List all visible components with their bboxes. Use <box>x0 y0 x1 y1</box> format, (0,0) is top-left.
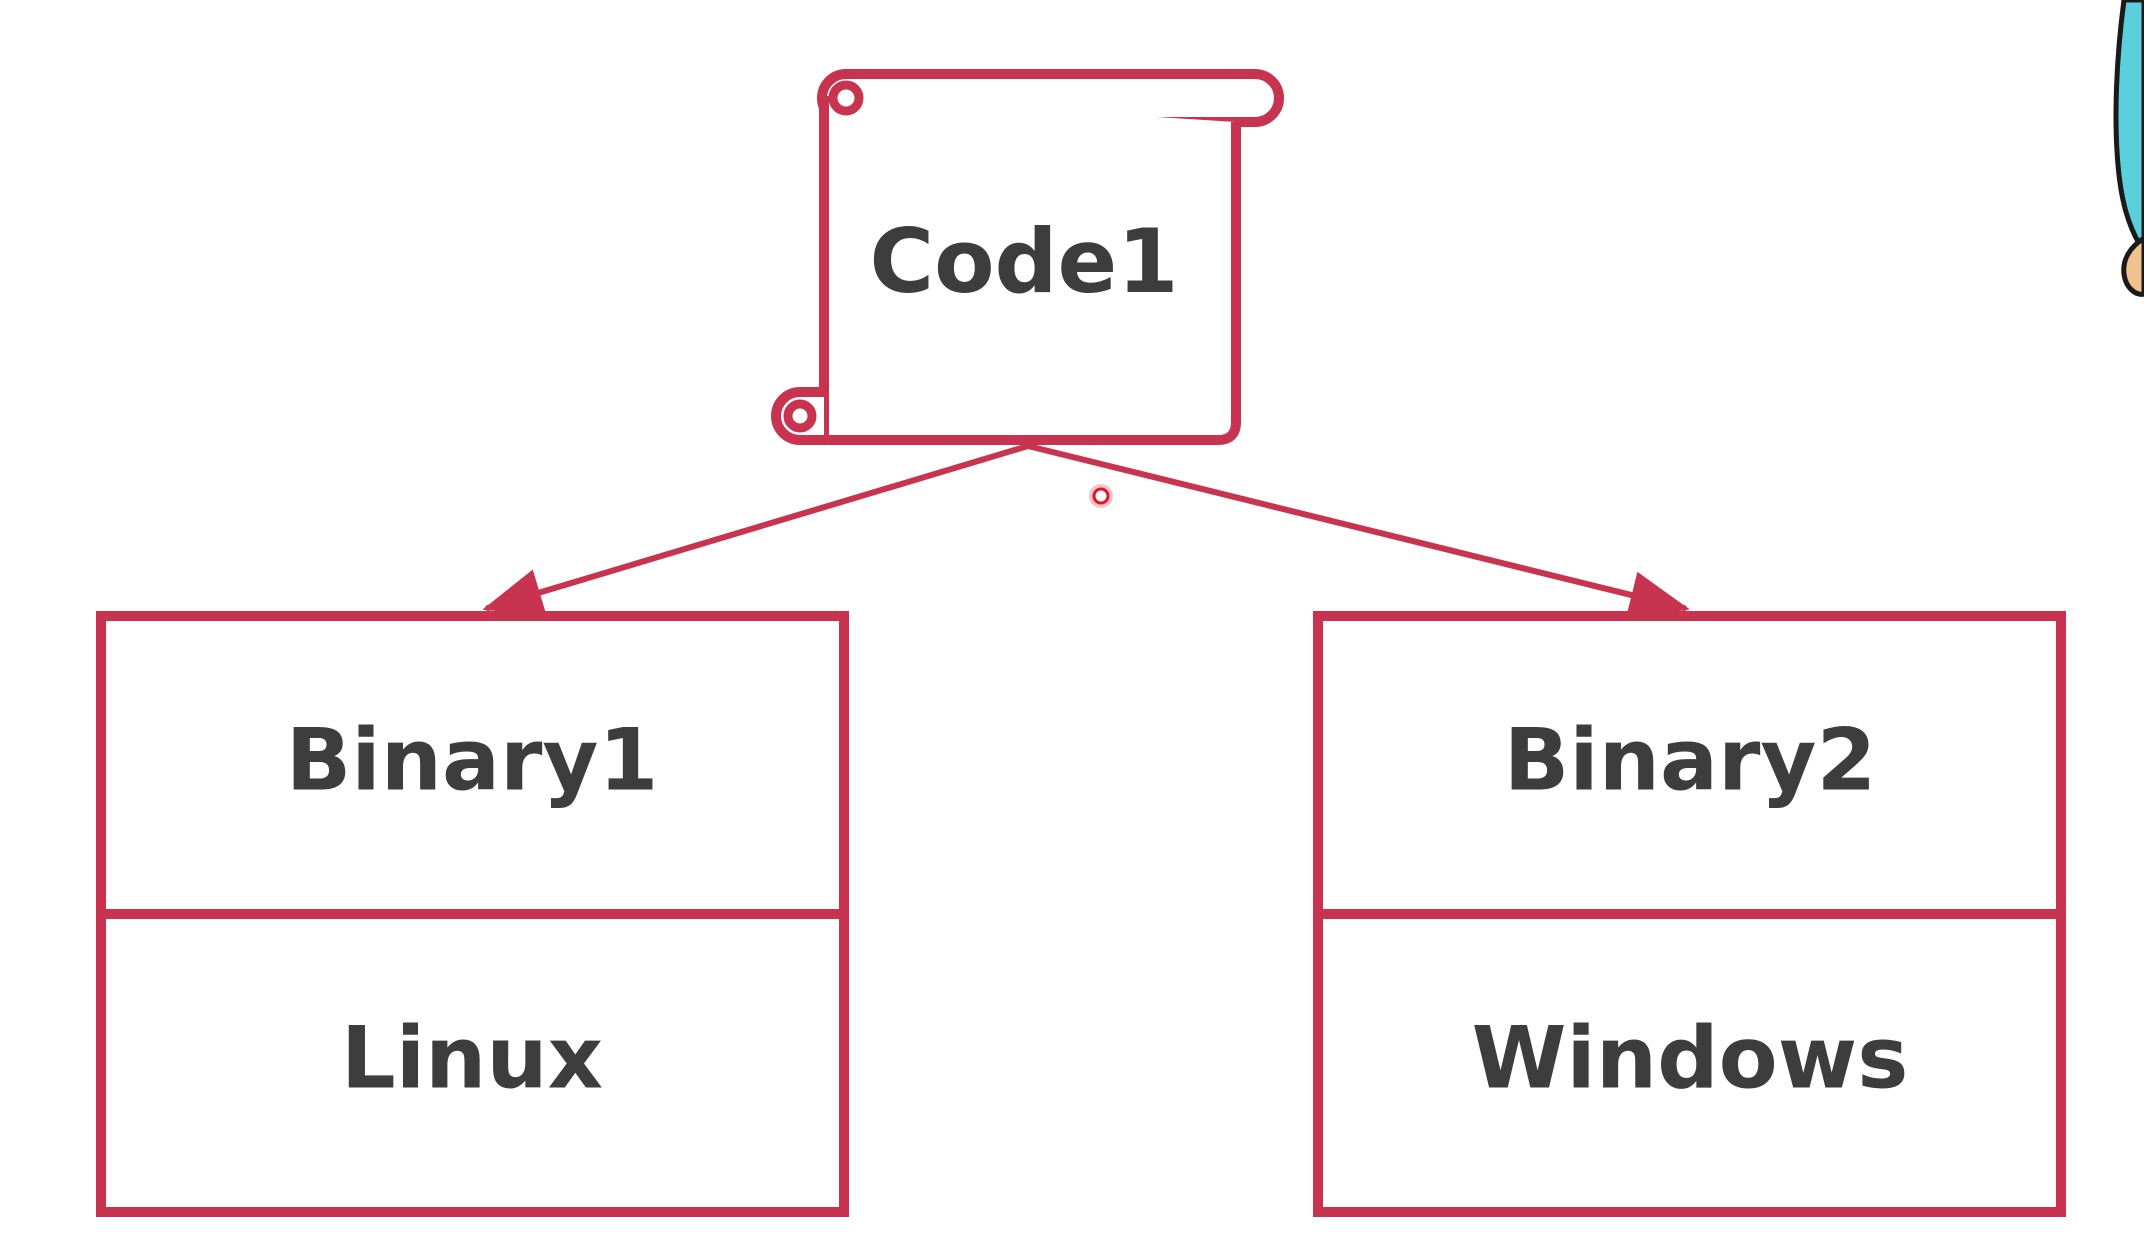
character-body <box>2113 0 2144 252</box>
windows-label: Windows <box>1472 1008 1909 1108</box>
binary1-box: Binary1 Linux <box>96 611 849 1217</box>
scroll-body <box>819 96 1241 445</box>
laser-pointer-dot <box>1089 484 1113 508</box>
code1-label: Code1 <box>870 210 1179 313</box>
binary2-box: Binary2 Windows <box>1313 611 2066 1217</box>
scroll-top-curl <box>828 80 864 116</box>
arrow-code1-to-binary2 <box>1025 443 1690 619</box>
character-hand <box>2121 234 2144 297</box>
scroll-bottom-curl <box>783 399 817 433</box>
arrow-code1-to-binary1 <box>482 443 1031 616</box>
code1-scroll-node: Code1 <box>771 69 1284 445</box>
binary1-label: Binary1 <box>286 710 659 810</box>
edge-character-illustration <box>2113 0 2144 297</box>
linux-label: Linux <box>341 1008 603 1108</box>
scroll-bottom-roll <box>771 387 824 445</box>
binary2-label: Binary2 <box>1504 710 1877 810</box>
